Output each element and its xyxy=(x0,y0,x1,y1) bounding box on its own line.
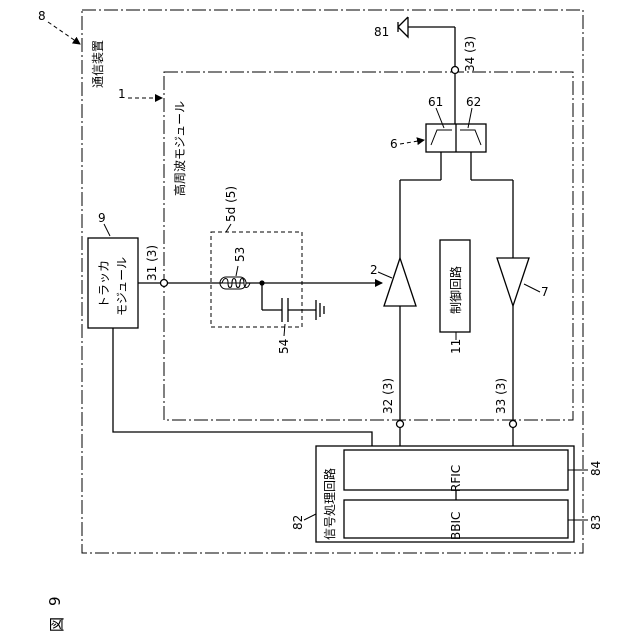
node32-label: 32 (3) xyxy=(381,378,395,414)
power-amplifier xyxy=(384,258,416,306)
bbic-name: BBIC xyxy=(449,512,463,540)
rfic-name: RFIC xyxy=(449,465,463,492)
duplexer-ref: 6 xyxy=(390,137,398,151)
lna-leader xyxy=(524,284,540,292)
terminal-34 xyxy=(452,67,459,74)
capacitor-leader xyxy=(284,324,285,336)
module-name: 高周波モジュール xyxy=(172,101,187,196)
control-name: 制御回路 xyxy=(448,266,463,314)
node33-label: 33 (3) xyxy=(494,378,508,414)
antenna-ref: 81 xyxy=(374,25,389,39)
signal-leader xyxy=(304,514,316,520)
signal-ref: 82 xyxy=(291,515,305,530)
module-ref: 1 xyxy=(118,87,126,101)
node31-label: 31 (3) xyxy=(145,245,159,281)
pa-leader xyxy=(378,272,392,278)
filter-circuit-ref: 5d (5) xyxy=(224,186,238,222)
terminal-33 xyxy=(510,421,517,428)
tracker-module xyxy=(88,238,138,328)
bbic-ref: 83 xyxy=(589,515,603,530)
figure-title: 図 xyxy=(48,617,66,632)
filter1-ref: 61 xyxy=(428,95,443,109)
terminal-31 xyxy=(161,280,168,287)
ground-icon xyxy=(316,300,324,320)
inductor-ref: 53 xyxy=(233,247,247,262)
filter2-ref: 62 xyxy=(466,95,481,109)
pa-ref: 2 xyxy=(370,263,378,277)
antenna-icon xyxy=(398,17,408,37)
tracker-ref: 9 xyxy=(98,211,106,225)
duplexer-leader xyxy=(400,140,424,144)
rf-module-boundary xyxy=(164,72,573,420)
tracker-line1: トラッカ xyxy=(97,260,111,308)
tracker-leader xyxy=(104,224,110,236)
lna-ref: 7 xyxy=(541,285,549,299)
device-ref: 8 xyxy=(38,9,46,23)
terminal-32 xyxy=(397,421,404,428)
tracker-ctrl-wire xyxy=(113,328,372,446)
device-leader xyxy=(48,22,80,44)
tracker-line2: モジュール xyxy=(115,257,129,316)
signal-name: 信号処理回路 xyxy=(322,468,337,540)
device-name: 通信装置 xyxy=(91,40,105,88)
rfic-ref: 84 xyxy=(589,461,603,476)
filter-circuit-leader xyxy=(226,224,231,232)
capacitor-ref: 54 xyxy=(277,339,291,354)
figure-number: 9 xyxy=(46,596,64,606)
node34-label: 34 (3) xyxy=(463,36,477,72)
inductor-leader xyxy=(236,266,238,276)
low-noise-amplifier xyxy=(497,258,529,306)
control-ref: 11 xyxy=(449,339,463,354)
